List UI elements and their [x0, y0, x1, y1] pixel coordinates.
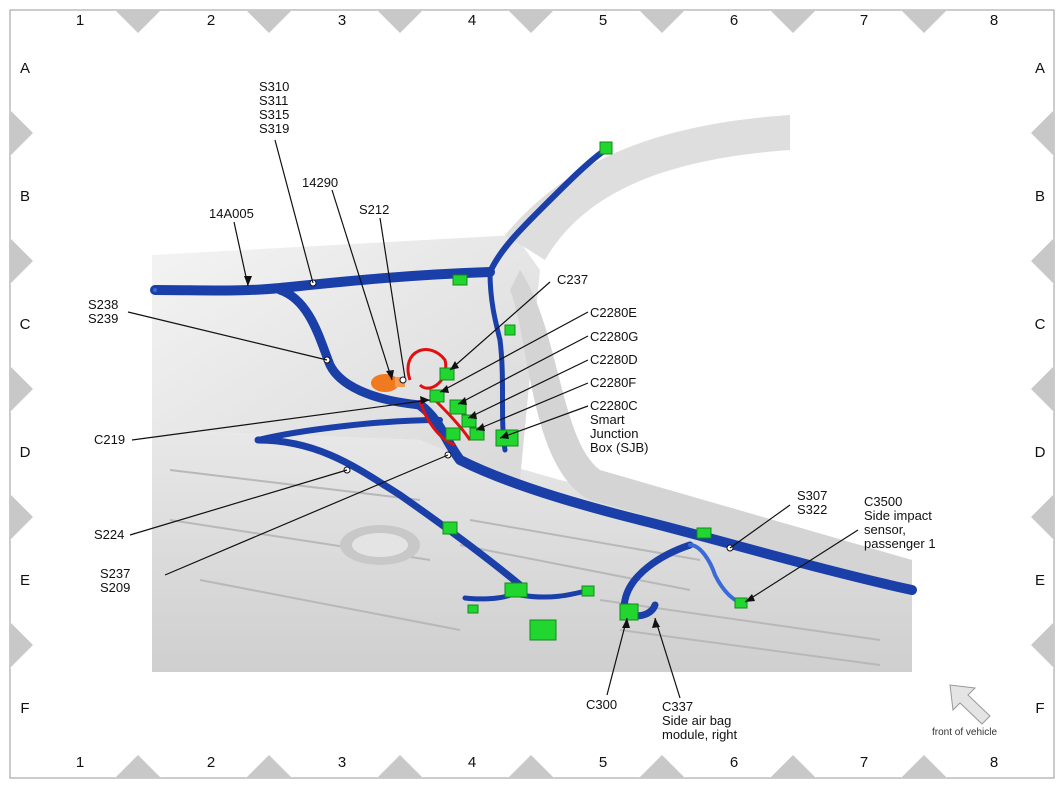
callout-c2280c-sjb: C2280C Smart Junction Box (SJB) — [590, 398, 649, 455]
col-6-top: 6 — [729, 12, 739, 29]
row-d-right: D — [1034, 444, 1046, 461]
row-b-right: B — [1034, 188, 1045, 205]
callout-s238-s239: S238 S239 — [88, 297, 119, 326]
col-2-top: 2 — [206, 12, 216, 29]
front-of-vehicle-label: front of vehicle — [932, 727, 998, 738]
row-a-left: A — [19, 60, 30, 77]
col-8-top: 8 — [989, 12, 999, 29]
row-b-left: B — [19, 188, 30, 205]
leader-arrowheads — [244, 276, 755, 628]
callout-c300: C300 — [586, 697, 618, 712]
col-8-bottom: 8 — [989, 754, 999, 771]
callout-14290: 14290 — [302, 175, 339, 190]
row-e-right: E — [1034, 572, 1045, 589]
row-f-left: F — [20, 700, 30, 717]
row-d-left: D — [19, 444, 31, 461]
col-3-top: 3 — [337, 12, 347, 29]
row-c-right: C — [1034, 316, 1046, 333]
col-4-top: 4 — [467, 12, 477, 29]
row-a-right: A — [1034, 60, 1045, 77]
col-2-bottom: 2 — [206, 754, 216, 771]
top-grid-markers — [115, 10, 947, 33]
callout-s212: S212 — [359, 202, 390, 217]
wiring-harness — [150, 145, 917, 620]
callout-c3500: C3500 Side impact sensor, passenger 1 — [864, 494, 936, 551]
callout-c219: C219 — [94, 432, 126, 447]
row-e-left: E — [19, 572, 30, 589]
col-1-bottom: 1 — [75, 754, 85, 771]
col-4-bottom: 4 — [467, 754, 477, 771]
callout-14a005: 14A005 — [209, 206, 254, 221]
row-f-right: F — [1035, 700, 1045, 717]
col-7-top: 7 — [859, 12, 869, 29]
leader-lines — [127, 139, 859, 699]
callout-c2280d: C2280D — [590, 352, 638, 367]
callout-s237-s209: S237 S209 — [100, 566, 131, 595]
row-c-left: C — [19, 316, 31, 333]
vehicle-body — [152, 115, 912, 672]
callout-s310-s311-s315-s319: S310 S311 S315 S319 — [259, 79, 290, 136]
right-grid-markers — [1031, 110, 1054, 668]
callout-s224: S224 — [94, 527, 125, 542]
callout-c2280g: C2280G — [590, 329, 639, 344]
callout-c2280e: C2280E — [590, 305, 637, 320]
col-7-bottom: 7 — [859, 754, 869, 771]
col-5-bottom: 5 — [598, 754, 608, 771]
callout-c337: C337 Side air bag module, right — [662, 699, 738, 742]
col-1-top: 1 — [75, 12, 85, 29]
callout-c2280f: C2280F — [590, 375, 637, 390]
callout-c237: C237 — [557, 272, 589, 287]
col-6-bottom: 6 — [729, 754, 739, 771]
callout-s307-s322: S307 S322 — [797, 488, 828, 517]
front-of-vehicle-arrow-icon — [949, 684, 991, 725]
left-grid-markers — [10, 110, 33, 668]
col-3-bottom: 3 — [337, 754, 347, 771]
col-5-top: 5 — [598, 12, 608, 29]
bottom-grid-markers — [115, 755, 947, 778]
